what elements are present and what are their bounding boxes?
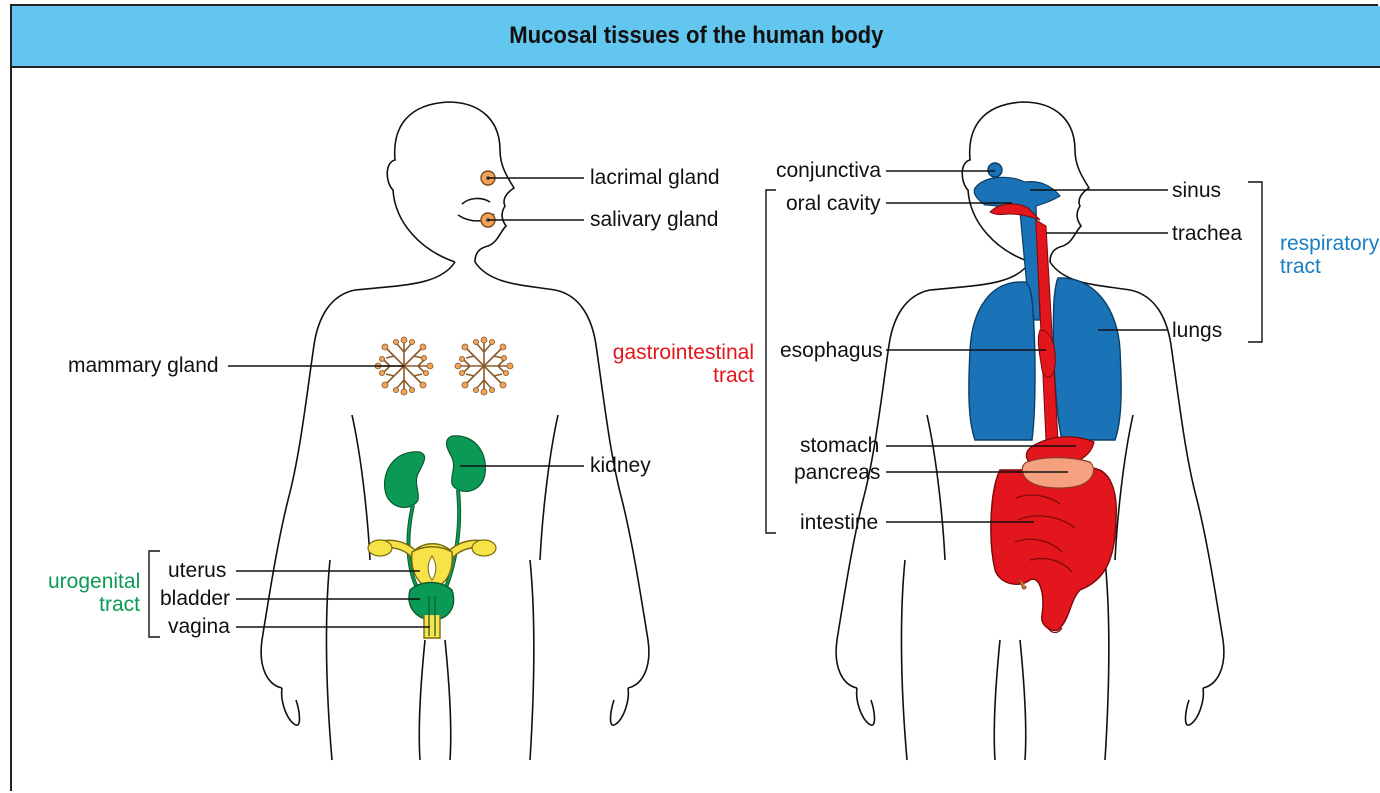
label-vagina: vagina (168, 616, 230, 637)
label-intestine: intestine (800, 512, 878, 533)
label-bladder: bladder (160, 588, 230, 609)
left-body-outline (261, 102, 649, 760)
label-uterus: uterus (168, 560, 226, 581)
label-conjunctiva: conjunctiva (776, 160, 881, 181)
label-salivary-gland: salivary gland (590, 209, 718, 230)
label-sinus: sinus (1172, 180, 1221, 201)
group-respiratory-tract: respiratory tract (1280, 232, 1378, 278)
label-trachea: trachea (1172, 223, 1242, 244)
group-respiratory-line1: respiratory (1280, 232, 1378, 255)
group-urogenital-line2: tract (48, 593, 140, 616)
label-lacrimal-gland: lacrimal gland (590, 167, 720, 188)
label-oral-cavity: oral cavity (786, 193, 881, 214)
group-urogenital-tract: urogenital tract (48, 570, 140, 616)
label-lungs: lungs (1172, 320, 1222, 341)
group-gastrointestinal-tract: gastrointestinal tract (600, 341, 754, 387)
group-urogenital-line1: urogenital (48, 570, 140, 593)
group-respiratory-line2: tract (1280, 255, 1378, 278)
label-mammary-gland: mammary gland (68, 355, 219, 376)
label-esophagus: esophagus (780, 340, 883, 361)
label-pancreas: pancreas (794, 462, 880, 483)
label-stomach: stomach (800, 435, 879, 456)
label-kidney: kidney (590, 455, 651, 476)
group-gastrointestinal-line2: tract (600, 364, 754, 387)
group-gastrointestinal-line1: gastrointestinal (600, 341, 754, 364)
